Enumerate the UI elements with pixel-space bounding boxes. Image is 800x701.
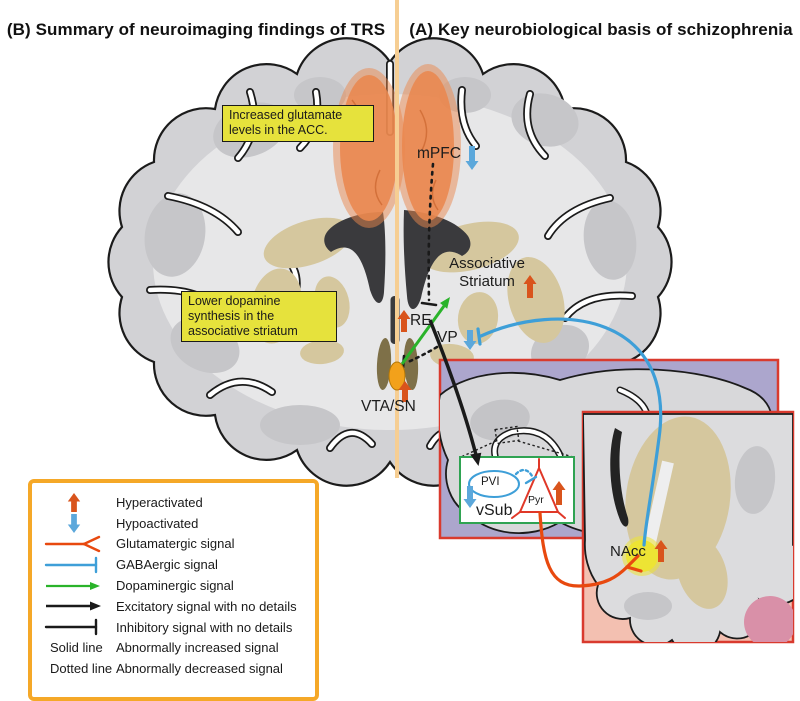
label-pvi: PVI	[481, 476, 500, 488]
label-associative-striatum: Associative Striatum	[449, 255, 525, 291]
legend-row: Glutamatergic signal	[32, 534, 315, 555]
label-re: RE	[410, 312, 432, 329]
ventral-putamen	[676, 535, 728, 609]
legend-label: Inhibitory signal with no details	[116, 619, 293, 635]
label-vp: VP	[437, 329, 458, 346]
ventricle-left	[324, 212, 386, 303]
nacc-hyperactivated-arrow	[654, 540, 668, 562]
legend-label: Glutamatergic signal	[116, 536, 235, 552]
pvi-pyr-gaba-dotted-line	[514, 468, 538, 485]
glutamatergic-fork-line-icon	[32, 535, 116, 553]
dotted-line-key: Dotted line	[50, 661, 113, 677]
re-vsub-excitatory-arrow	[428, 319, 482, 466]
legend-label: GABAergic signal	[116, 557, 218, 573]
ventral-pink-patch	[744, 596, 793, 642]
legend-row: Hypoactivated	[32, 513, 315, 534]
gabaergic-t-line-icon	[32, 556, 116, 574]
callout-acc-glutamate: Increased glutamate levels in the ACC.	[222, 105, 374, 142]
hyperactivated-up-arrow-icon	[32, 492, 116, 513]
legend-row: Inhibitory signal with no details	[32, 617, 315, 638]
vta-sn-nucleus	[388, 361, 406, 391]
label-vta-sn: VTA/SN	[361, 398, 416, 415]
mpfc-hypoactivated-arrow	[465, 146, 479, 170]
ventral-coronal-inset	[581, 410, 795, 644]
panel-b-title: (B) Summary of neuroimaging findings of …	[6, 20, 386, 39]
label-pyr: Pyr	[528, 494, 544, 506]
dopaminergic-arrow-line-icon	[32, 577, 116, 595]
legend-label: Abnormally increased signal	[116, 640, 279, 656]
legend-row: Dopaminergic signal	[32, 575, 315, 596]
legend-label: Abnormally decreased signal	[116, 661, 283, 677]
vta-hyperactivated-arrow	[398, 381, 412, 402]
pyr-nacc-glutamate-line	[538, 511, 643, 588]
ventral-ventricle	[610, 428, 629, 527]
inhibitory-t-line-icon	[32, 618, 116, 636]
ventral-gray-patches	[624, 446, 776, 620]
legend-label: Excitatory signal with no details	[116, 598, 297, 614]
label-mpfc: mPFC	[417, 145, 461, 162]
legend-label: Hyperactivated	[116, 494, 203, 510]
nacc-highlight	[626, 540, 658, 572]
ventricle-right	[403, 210, 471, 310]
vp-hypoactivated-arrow	[463, 330, 477, 350]
mpfc-re-dotted-inhibitory-line	[420, 162, 438, 307]
legend-row: Dotted line Abnormally decreased signal	[32, 658, 315, 679]
legend-row: GABAergic signal	[32, 554, 315, 575]
callout-striatum-dopamine: Lower dopamine synthesis in the associat…	[181, 291, 337, 343]
legend-label: Dopaminergic signal	[116, 578, 234, 594]
activity-arrows	[397, 146, 668, 562]
hypoactivated-down-arrow-icon	[32, 513, 116, 534]
pvi-neuron	[468, 470, 520, 498]
pyr-hyperactivated-arrow	[552, 481, 566, 505]
legend-box: Hyperactivated Hypoactivated Glutamaterg…	[28, 479, 319, 701]
vta-striatum-dopamine-arrow	[400, 297, 450, 365]
legend-row: Excitatory signal with no details	[32, 596, 315, 617]
legend-label: Hypoactivated	[116, 515, 199, 531]
nacc-vp-gaba-line	[476, 317, 663, 547]
re-hyperactivated-arrow	[397, 310, 411, 332]
panel-divider-line	[395, 0, 399, 478]
pvi-hypoactivated-arrow	[463, 486, 477, 508]
white-matter	[153, 94, 627, 430]
excitatory-arrow-line-icon	[32, 597, 116, 615]
label-vsub: vSub	[476, 502, 513, 519]
solid-line-key: Solid line	[50, 640, 103, 656]
assoc-striatum-hyperactivated-arrow	[523, 275, 537, 298]
panel-a-title: (A) Key neurobiological basis of schizop…	[409, 20, 793, 39]
legend-row: Solid line Abnormally increased signal	[32, 638, 315, 659]
zoom-region-dotted-rect	[460, 425, 574, 458]
legend-row: Hyperactivated	[32, 492, 315, 513]
thalamus-midline	[376, 338, 419, 390]
label-nacc: NAcc	[610, 543, 646, 560]
